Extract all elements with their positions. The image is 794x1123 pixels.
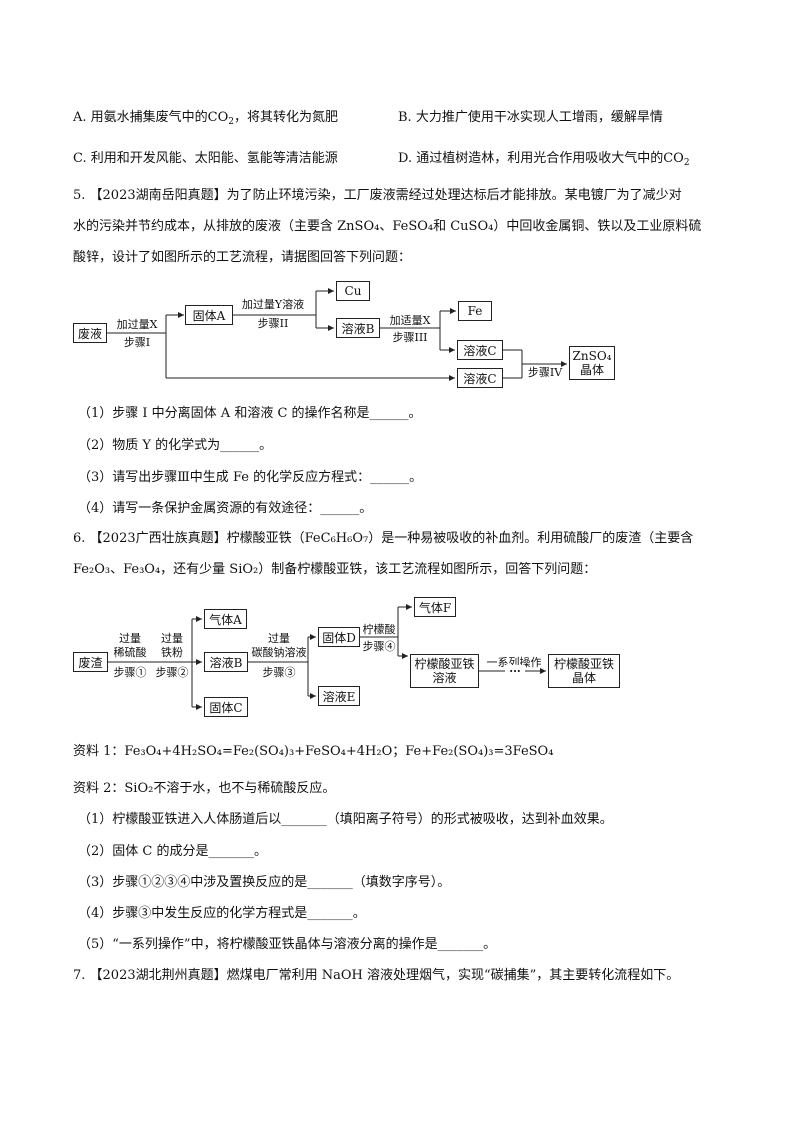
option-a-tail: ，将其转化为氮肥 bbox=[234, 110, 339, 125]
option-b: B. 大力推广使用干冰实现人工增雨，缓解旱情 bbox=[398, 110, 663, 125]
q6-arrow3-t1: 过量 bbox=[268, 632, 290, 645]
q5-box-fe: Fe bbox=[458, 301, 492, 321]
q6-arrow3-b: 步骤③ bbox=[262, 666, 296, 679]
q6-arrow2-t1: 过量 bbox=[161, 632, 183, 645]
option-c: C. 利用和开发风能、太阳能、氢能等清洁能源 bbox=[73, 151, 338, 166]
q6-arrow2-b: 步骤② bbox=[155, 666, 189, 679]
q6-arrow4-t: 柠檬酸 bbox=[362, 623, 396, 636]
q5-arrow2-top: 加过量Y溶液 bbox=[241, 298, 305, 311]
q7-line1: 7. 【2023湖北荆州真题】燃煤电厂常利用 NaOH 溶液处理烟气，实现“碳捕… bbox=[73, 968, 680, 983]
q5-sub4: （4）请写一条保护金属资源的有效途径：______。 bbox=[78, 501, 373, 516]
q5-line2: 水的污染并节约成本，从排放的废液（主要含 ZnSO₄、FeSO₄和 CuSO₄）… bbox=[73, 219, 702, 234]
q6-citrate-crystal-l1: 柠檬酸亚铁 bbox=[553, 657, 614, 671]
q6-citrate-crystal-l2: 晶体 bbox=[571, 671, 596, 685]
q5-arrow3-top: 加适量X bbox=[389, 314, 431, 327]
q6-arrow1-t2: 稀硫酸 bbox=[113, 646, 147, 659]
q6-ref1: 资料 1：Fe₃O₄+4H₂SO₄=Fe₂(SO₄)₃+FeSO₄+4H₂O；F… bbox=[73, 744, 554, 759]
q5-arrow1-bot: 步骤I bbox=[123, 336, 151, 349]
q6-box-gas-f: 气体F bbox=[414, 597, 456, 617]
q5-arrow3-bot: 步骤III bbox=[392, 331, 428, 344]
q5-box-znso4: ZnSO₄ 晶体 bbox=[569, 346, 615, 380]
q6-box-solid-d: 固体D bbox=[318, 627, 360, 647]
q6-arrow2-t2: 铁粉 bbox=[161, 646, 183, 659]
q6-line1: 6. 【2023广西壮族真题】柠檬酸亚铁（FeC₆H₆O₇）是一种易被吸收的补血… bbox=[73, 531, 694, 546]
option-a: A. 用氨水捕集废气中的CO2，将其转化为氮肥 bbox=[73, 109, 338, 127]
q5-box-sol-c1: 溶液C bbox=[457, 340, 503, 360]
q6-arrow5-dots: ··· bbox=[505, 665, 525, 678]
q6-arrow1-t1: 过量 bbox=[119, 632, 141, 645]
q6-citrate-solution-l1: 柠檬酸亚铁 bbox=[414, 657, 475, 671]
q6-line2: Fe₂O₃、Fe₃O₄，还有少量 SiO₂）制备柠檬酸亚铁，该工艺流程如图所示，… bbox=[73, 562, 597, 577]
q6-box-citrate-crystal: 柠檬酸亚铁 晶体 bbox=[548, 654, 620, 688]
q5-box-sol-b: 溶液B bbox=[336, 318, 380, 338]
q6-sub2: （2）固体 C 的成分是_______。 bbox=[78, 844, 267, 859]
q6-box-sol-e: 溶液E bbox=[318, 686, 360, 706]
q5-znso4-crystal: 晶体 bbox=[579, 363, 604, 377]
q5-sub1: （1）步骤 I 中分离固体 A 和溶液 C 的操作名称是______。 bbox=[78, 406, 422, 421]
option-a-text: A. 用氨水捕集废气中的CO bbox=[73, 110, 229, 125]
q5-line3: 酸锌，设计了如图所示的工艺流程，请据图回答下列问题： bbox=[73, 250, 412, 265]
q5-box-sol-c2: 溶液C bbox=[457, 368, 503, 388]
q5-znso4-formula: ZnSO₄ bbox=[572, 349, 612, 363]
option-d: D. 通过植树造林，利用光合作用吸收大气中的CO2 bbox=[398, 150, 690, 168]
q6-box-gas-a: 气体A bbox=[204, 609, 247, 629]
option-d-sub: 2 bbox=[683, 158, 690, 168]
q6-box-slag: 废渣 bbox=[73, 652, 108, 672]
q5-sub3: （3）请写出步骤Ⅲ中生成 Fe 的化学反应方程式：______。 bbox=[78, 470, 423, 485]
option-a-sub: 2 bbox=[228, 117, 234, 127]
option-d-text: D. 通过植树造林，利用光合作用吸收大气中的CO bbox=[398, 151, 684, 166]
q6-arrow4-b: 步骤④ bbox=[362, 640, 396, 653]
q6-arrow1-b: 步骤① bbox=[113, 666, 147, 679]
q6-box-sol-b: 溶液B bbox=[204, 652, 248, 672]
q5-line1: 5. 【2023湖南岳阳真题】为了防止环境污染，工厂废液需经过处理达标后才能排放… bbox=[73, 188, 682, 203]
q6-sub4: （4）步骤③中发生反应的化学方程式是_______。 bbox=[78, 906, 366, 921]
q6-box-solid-c: 固体C bbox=[204, 697, 248, 717]
q5-arrow2-bot: 步骤II bbox=[257, 317, 289, 330]
q6-arrow5-t: 一系列操作 bbox=[486, 656, 542, 669]
q6-box-citrate-solution: 柠檬酸亚铁 溶液 bbox=[410, 654, 479, 688]
q5-sub2: （2）物质 Y 的化学式为______。 bbox=[78, 438, 273, 453]
q5-arrow4-bot: 步骤IV bbox=[527, 366, 563, 379]
q5-box-waste: 废液 bbox=[73, 323, 107, 343]
q5-box-cu: Cu bbox=[336, 281, 370, 301]
q6-sub5: （5）“一系列操作”中，将柠檬酸亚铁晶体与溶液分离的操作是_______。 bbox=[78, 937, 497, 952]
q5-arrow1-top: 加过量X bbox=[116, 318, 158, 331]
q6-sub3: （3）步骤①②③④中涉及置换反应的是_______（填数字序号）。 bbox=[78, 875, 451, 890]
q6-sub1: （1）柠檬酸亚铁进入人体肠道后以_______（填阳离子符号）的形式被吸收，达到… bbox=[78, 812, 613, 827]
q6-citrate-solution-l2: 溶液 bbox=[432, 671, 457, 685]
q6-arrow3-t2: 碳酸钠溶液 bbox=[251, 646, 307, 659]
q5-box-solid-a: 固体A bbox=[185, 305, 233, 325]
q6-ref2: 资料 2：SiO₂不溶于水，也不与稀硫酸反应。 bbox=[73, 781, 336, 796]
